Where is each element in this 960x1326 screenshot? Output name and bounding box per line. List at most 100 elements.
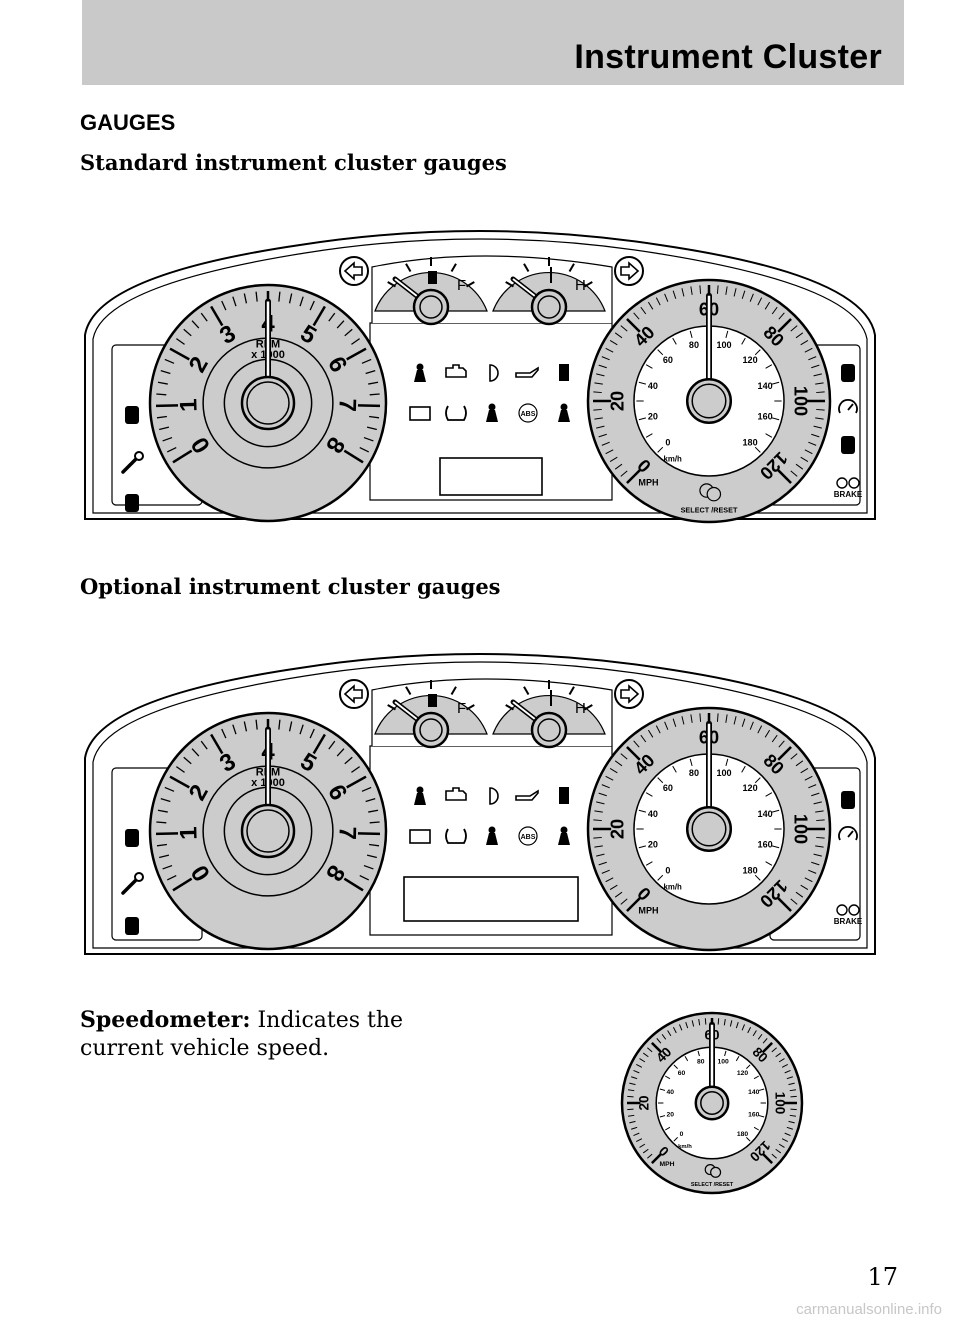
gauge-tick [724,1050,727,1057]
gauge-tick [762,1038,768,1044]
gauge-tick [808,441,817,446]
tach-number: 1 [175,826,202,840]
gauge-tick [368,381,379,385]
gauge-tick [757,297,763,306]
brake-warning-icon [848,477,860,489]
gauge-tick [757,1033,763,1040]
gauge-tick [368,809,379,813]
gauge-tick [605,877,614,883]
kmh-number: 0 [680,1131,684,1138]
gauge-tick [789,1114,797,1117]
gauge-tick [343,877,364,892]
gauge-tick [359,446,370,453]
kmh-number: 60 [663,783,673,793]
gauge-tick [784,1070,791,1074]
gauge-tick [816,408,825,411]
gauge-tick [601,356,610,361]
warning-lights: ABS [409,786,570,846]
gauge-tick [761,1152,773,1164]
gauge-tick [673,1064,678,1069]
gauge-tick [344,328,353,337]
gauge-tick [626,469,641,484]
gauge-tick [672,290,677,299]
oil-pressure-icon [515,366,539,378]
gauge-tick [596,801,605,805]
gauge-tick [191,320,200,329]
gauge-tick [183,756,192,765]
gauge-tick [584,704,593,711]
gauge-tick [221,300,227,311]
speedometer-term: Speedometer: [80,1007,251,1033]
warning-lights: ABS [409,363,570,423]
wrench-head [134,872,144,882]
gauge-tick [813,853,822,857]
gauge-tick [387,281,396,288]
gauge-tick [800,884,809,891]
gauge-tick [672,337,677,345]
needle-hub-inner [691,811,727,847]
gauge-tick [657,446,664,453]
gauge-tick [808,869,817,874]
gauge-tick [795,463,804,470]
gauge-tick [626,897,641,912]
tire-pressure-icon [445,828,467,844]
gauge-tick [655,725,661,734]
abs-icon [518,403,538,423]
gauge-tick [598,433,607,438]
gauge-tick [764,729,771,738]
gauge-tick [365,370,376,375]
turn-signal-arrow [343,684,363,704]
gauge-tick [629,1082,636,1086]
gauge-tick [690,286,693,295]
kmh-number: 120 [737,1070,749,1077]
gauge-tick [363,436,374,442]
gauge-tick [749,293,754,302]
gauge-tick [753,1126,760,1131]
gauge-tick [811,792,820,797]
gauge-tick [664,721,669,730]
gauge-tick [747,1027,752,1034]
hill-descent-icon [841,364,855,382]
gauge-tick [816,819,825,822]
gauge-tick [169,775,190,789]
low-fuel-icon [559,787,569,804]
gauge-tick [344,756,353,765]
gauge-tick [777,469,792,484]
gauge-tick [647,1047,653,1053]
gauge-tick [605,775,614,781]
gauge-tick [369,821,380,824]
gauge-tick [784,1132,791,1136]
gauge-tick [735,1055,740,1062]
fuel-full-label: F [457,277,466,294]
kmh-number: 180 [743,865,758,875]
gauge-tick [596,853,605,857]
small-gauge-hub-inner [537,295,561,319]
gauge-tick [156,843,167,847]
gauge-tick [466,704,475,711]
gauge-tick [771,734,778,743]
gauge-tick [609,884,618,891]
gauge-tick [647,1153,653,1159]
gauge-tick [754,349,761,356]
header-title: Instrument Cluster [574,38,882,76]
gauge-tick [365,798,376,803]
gauge-tick [366,426,377,431]
gauge-tick [633,740,640,748]
gauge-tick [795,760,804,767]
gauge-tick [790,898,798,905]
gauge-tick [788,1120,795,1124]
gauge-tick [309,728,315,739]
brake-warning-icon [836,477,848,489]
gauge-tick [166,874,177,881]
gauge-tick [645,861,653,866]
left-turn-signal-icon [339,679,369,709]
gauge-tick [594,417,603,420]
gauge-tick [361,786,372,792]
gauge-tick [594,382,603,385]
gauge-tick [299,296,304,307]
gauge-tick [175,338,185,345]
kmh-number: 140 [758,809,773,819]
gauge-tick [725,286,728,295]
gauge-tick [243,293,248,304]
hill-descent-icon [841,791,855,809]
